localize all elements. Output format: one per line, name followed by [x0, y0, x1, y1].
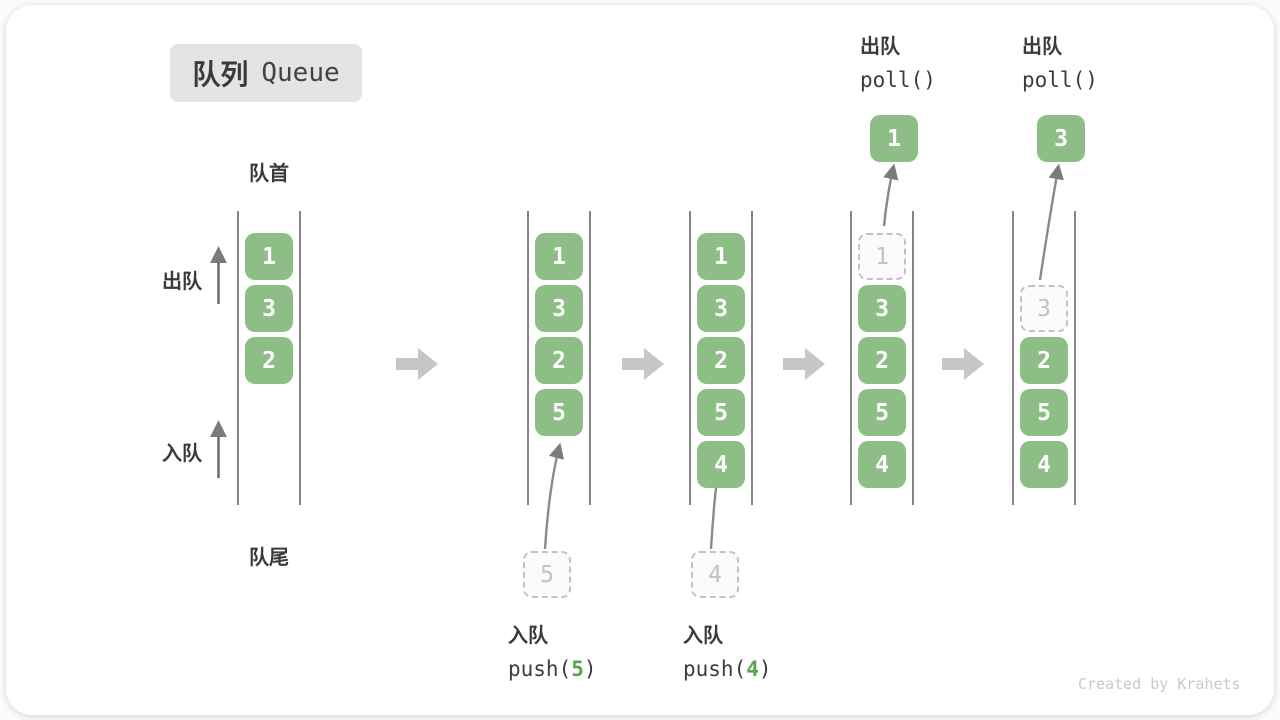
push-2-arg: 4: [746, 657, 759, 681]
queue-item: 5: [1020, 389, 1068, 436]
incoming-item-5: 5: [523, 551, 571, 598]
poll-1-label: 出队: [860, 36, 900, 58]
queue-item: 2: [858, 337, 906, 384]
push-1-label: 入队: [508, 625, 548, 647]
queue-item: 1: [245, 233, 293, 280]
queue-item: 4: [1020, 441, 1068, 488]
queue-item: 5: [858, 389, 906, 436]
queue-item: 4: [858, 441, 906, 488]
queue-item: 2: [697, 337, 745, 384]
queue-item: 1: [697, 233, 745, 280]
queue-item: 3: [697, 285, 745, 332]
label-dequeue: 出队: [162, 271, 202, 293]
label-enqueue: 入队: [162, 443, 202, 465]
queue-item: 1: [535, 233, 583, 280]
title-zh: 队列: [192, 59, 249, 90]
queue-item: 3: [245, 285, 293, 332]
title-en: Queue: [261, 58, 340, 88]
queue-item: 5: [697, 389, 745, 436]
push-operation-1: 入队 push(5): [508, 619, 597, 681]
watermark: Created by Krahets: [1078, 675, 1241, 693]
label-queue-rear: 队尾: [249, 547, 289, 569]
queue-item: 5: [535, 389, 583, 436]
queue-item: 4: [697, 441, 745, 488]
incoming-item-4: 4: [691, 551, 739, 598]
poll-operation-1: 出队 poll(): [860, 30, 936, 92]
poll-2-code: poll(): [1022, 68, 1098, 92]
polled-item-2: 3: [1037, 115, 1085, 162]
queue-item: 2: [245, 337, 293, 384]
queue-item: 2: [535, 337, 583, 384]
push-1-arg: 5: [571, 657, 584, 681]
poll-1-code: poll(): [860, 68, 936, 92]
queue-item: 3: [858, 285, 906, 332]
push-2-label: 入队: [683, 625, 723, 647]
label-queue-front: 队首: [249, 163, 289, 185]
poll-operation-2: 出队 poll(): [1022, 30, 1098, 92]
polled-item-1: 1: [870, 115, 918, 162]
push-operation-2: 入队 push(4): [683, 619, 772, 681]
queue-item-removed: 3: [1020, 285, 1068, 332]
poll-2-label: 出队: [1022, 36, 1062, 58]
queue-item-removed: 1: [858, 233, 906, 280]
push-1-code: push(5): [508, 657, 597, 681]
queue-item: 3: [535, 285, 583, 332]
title-badge: 队列 Queue: [170, 44, 362, 102]
push-2-code: push(4): [683, 657, 772, 681]
queue-item: 2: [1020, 337, 1068, 384]
